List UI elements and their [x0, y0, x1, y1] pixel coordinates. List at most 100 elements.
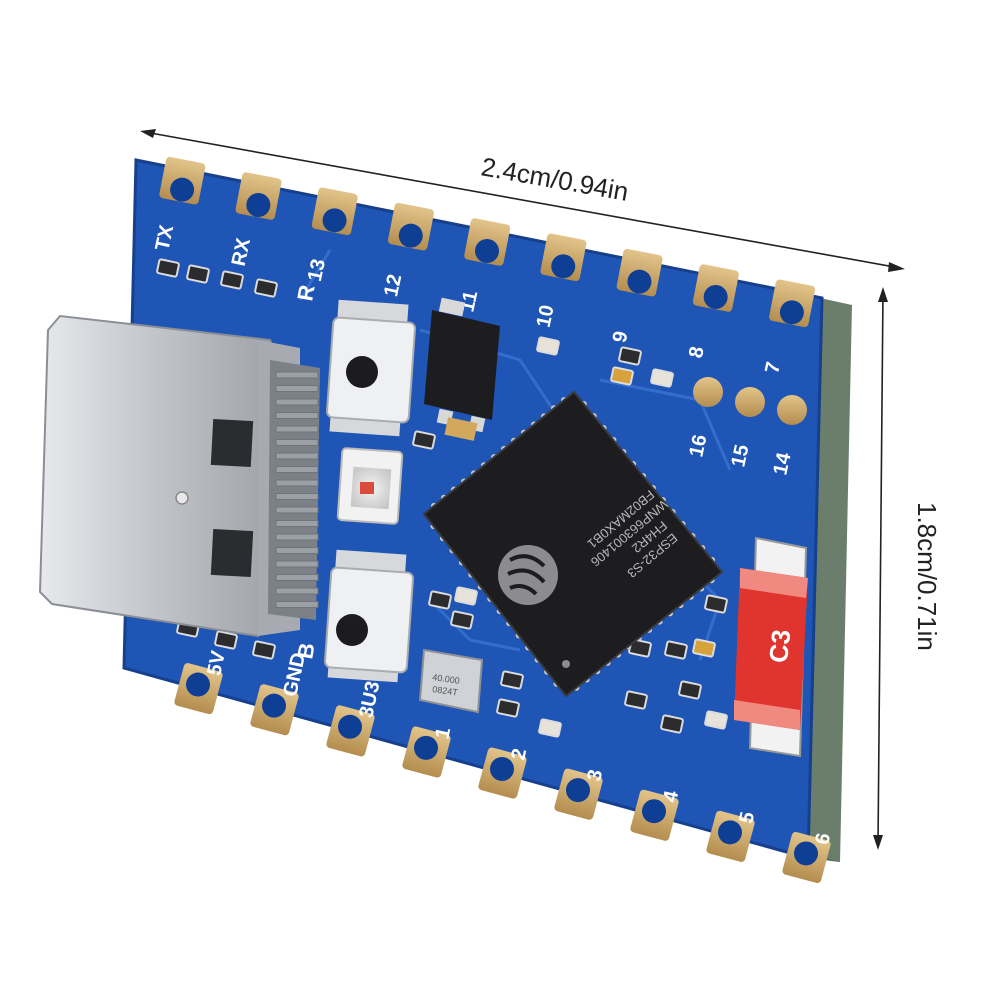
smd-component	[704, 594, 728, 614]
top-pin-pad	[159, 156, 206, 205]
smd-component	[252, 640, 276, 660]
usb-pin	[275, 479, 319, 487]
smd-component	[214, 630, 238, 650]
smd-component	[538, 718, 562, 738]
usb-pin	[275, 547, 319, 554]
bottom-pin-pad	[402, 726, 451, 778]
smd-component	[500, 670, 524, 690]
smd-component	[660, 714, 684, 734]
usb-c-connector	[38, 314, 320, 638]
smd-component	[618, 346, 642, 366]
smd-component	[704, 710, 728, 730]
top-pin-label: 7	[761, 360, 785, 375]
antenna-label: C3	[763, 628, 796, 664]
bottom-pin-label: 5V	[203, 648, 230, 677]
reset-button	[326, 299, 416, 437]
smd-component	[428, 590, 452, 610]
top-pin-label: 10	[533, 303, 559, 329]
top-pin-pad	[540, 233, 587, 282]
top-pin-label: 9	[609, 329, 633, 344]
usb-pin	[275, 574, 319, 581]
usb-pin	[275, 385, 319, 392]
inner-pin-pad	[777, 395, 807, 425]
bottom-pin-pad	[326, 705, 375, 757]
boot-button-label: B	[292, 641, 319, 661]
inner-pin-pad	[735, 387, 765, 417]
smd-component	[692, 638, 716, 658]
top-pin-pad	[616, 248, 663, 297]
usb-pin	[275, 425, 319, 433]
smd-component	[186, 264, 210, 284]
esp32-s3-chip: ESP32-S3 FH4R2 WNP663001406 FB02MAX0B1	[422, 390, 724, 698]
bottom-pin-label: 3	[583, 768, 607, 783]
bottom-pin-label: 2	[507, 747, 531, 762]
espressif-logo-icon	[498, 545, 558, 605]
usb-contact-pins	[275, 371, 319, 608]
smd-component	[496, 698, 520, 718]
usb-pin	[275, 587, 319, 595]
smd-component	[678, 680, 702, 700]
smd-component	[454, 586, 478, 606]
height-label: 1.8cm/0.71in	[912, 502, 942, 651]
smd-component	[624, 690, 648, 710]
usb-pin	[275, 493, 319, 500]
smd-component	[650, 368, 674, 388]
top-pin-pad	[464, 218, 511, 266]
voltage-regulator	[424, 297, 500, 441]
inner-pin-pad	[693, 377, 723, 407]
smd-component	[610, 366, 634, 386]
bottom-pin-pad	[630, 789, 679, 841]
bottom-pin-pad	[478, 747, 527, 799]
inner-pin-label: 16	[685, 433, 711, 459]
smd-component	[220, 270, 244, 290]
bottom-pin-pad	[554, 768, 603, 820]
smd-component	[536, 336, 560, 356]
top-pin-pad	[235, 172, 282, 220]
top-pin-pad	[388, 202, 434, 251]
top-pin-label: 8	[685, 345, 709, 360]
smd-component	[450, 610, 474, 630]
bottom-pin-pad	[174, 663, 223, 715]
usb-pin	[275, 601, 319, 608]
top-pin-label: TX	[151, 222, 178, 252]
usb-pin	[275, 371, 319, 379]
usb-pin	[275, 533, 319, 541]
bottom-pin-pads	[174, 663, 831, 884]
height-dimension-arrow	[873, 287, 888, 850]
crystal-line-1: 40.000	[432, 672, 461, 686]
smd-component	[664, 640, 688, 660]
usb-pin	[275, 520, 319, 527]
ceramic-antenna: C3	[734, 536, 808, 758]
bottom-pin-label: 6	[811, 831, 835, 846]
top-pin-label: 12	[380, 272, 406, 298]
usb-pin	[275, 439, 319, 446]
rgb-led	[336, 447, 404, 525]
bottom-pin-pad	[250, 684, 299, 736]
crystal-oscillator: 40.000 0824T	[418, 648, 484, 714]
smd-component	[412, 430, 436, 450]
usb-pin	[275, 466, 319, 473]
top-pin-label: 13	[304, 257, 330, 283]
usb-pin	[275, 452, 319, 460]
reset-button-label: R	[292, 283, 319, 303]
bottom-pin-pad	[706, 810, 755, 862]
usb-pin	[275, 560, 319, 568]
crystal-line-2: 0824T	[432, 684, 459, 698]
usb-pin	[275, 398, 319, 406]
smd-component	[254, 278, 278, 298]
top-pin-pad	[311, 187, 358, 236]
top-pin-pad	[769, 279, 816, 328]
smd-component	[156, 258, 180, 278]
boot-button	[324, 549, 414, 683]
usb-pin	[275, 506, 319, 514]
inner-pin-pads	[693, 377, 807, 425]
width-dimension-arrow	[140, 129, 905, 272]
usb-pin	[275, 412, 319, 419]
bottom-pin-pad	[782, 831, 831, 884]
top-pin-pad	[692, 264, 739, 312]
bottom-pin-label: 5	[735, 810, 759, 825]
inner-pin-label: 15	[727, 443, 753, 469]
width-label: 2.4cm/0.94in	[479, 151, 631, 206]
